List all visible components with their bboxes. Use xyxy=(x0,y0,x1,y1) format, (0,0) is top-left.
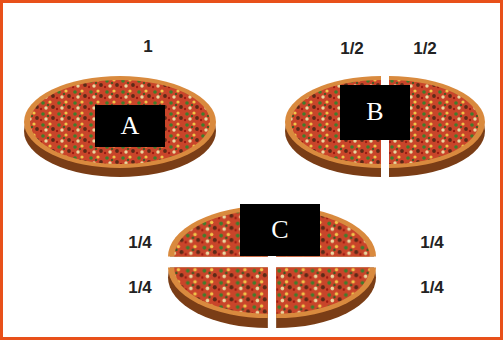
half-pizzas xyxy=(285,76,485,177)
fraction-label: 1/4 xyxy=(420,234,444,251)
fraction-label: 1/2 xyxy=(340,40,364,57)
label-box: A xyxy=(95,105,165,147)
fraction-label: 1/4 xyxy=(128,234,152,251)
whole-pizza xyxy=(24,76,216,177)
fraction-label: 1/4 xyxy=(128,279,152,296)
box-letter: A xyxy=(121,113,140,139)
label-box: B xyxy=(340,85,410,140)
fraction-label: 1 xyxy=(143,38,152,55)
box-letter: B xyxy=(366,99,383,125)
quarter-pizzas xyxy=(168,206,376,328)
box-letter: C xyxy=(271,217,288,243)
fraction-label: 1/2 xyxy=(413,40,437,57)
label-box: C xyxy=(240,204,320,256)
fraction-label: 1/4 xyxy=(420,279,444,296)
